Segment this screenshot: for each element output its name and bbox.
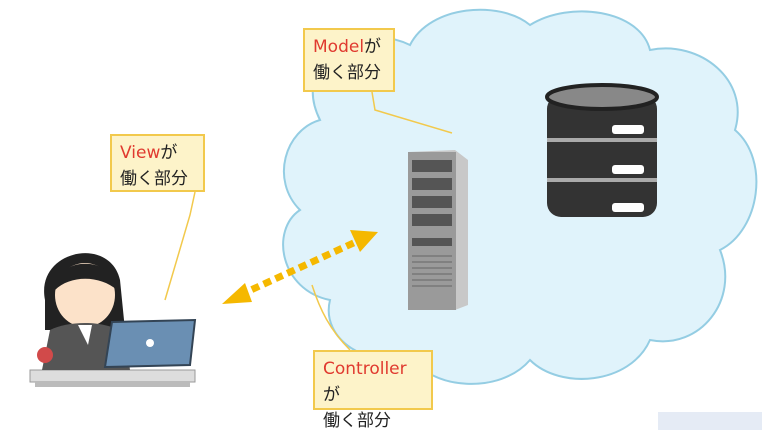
database-icon <box>545 83 659 217</box>
model-label-suffix: が <box>364 37 382 57</box>
view-label-line2: 働く部分 <box>120 169 188 189</box>
view-label-highlight: View <box>120 143 161 163</box>
watermark <box>658 412 762 430</box>
controller-label-line2: 働く部分 <box>323 411 391 431</box>
controller-label: Controller が 働く部分 <box>313 350 433 431</box>
user-at-laptop-icon <box>29 253 197 387</box>
double-arrow-icon <box>222 230 378 304</box>
connector-lines <box>164 91 453 351</box>
model-label-line2: 働く部分 <box>313 63 381 83</box>
controller-label-highlight: Controller <box>323 359 407 379</box>
view-label-suffix: が <box>160 143 178 163</box>
model-label-highlight: Model <box>313 37 365 57</box>
server-icon <box>408 150 468 310</box>
controller-label-suffix: が <box>323 385 340 405</box>
view-label: Viewが 働く部分 <box>110 134 205 192</box>
model-label: Modelが 働く部分 <box>303 28 395 92</box>
